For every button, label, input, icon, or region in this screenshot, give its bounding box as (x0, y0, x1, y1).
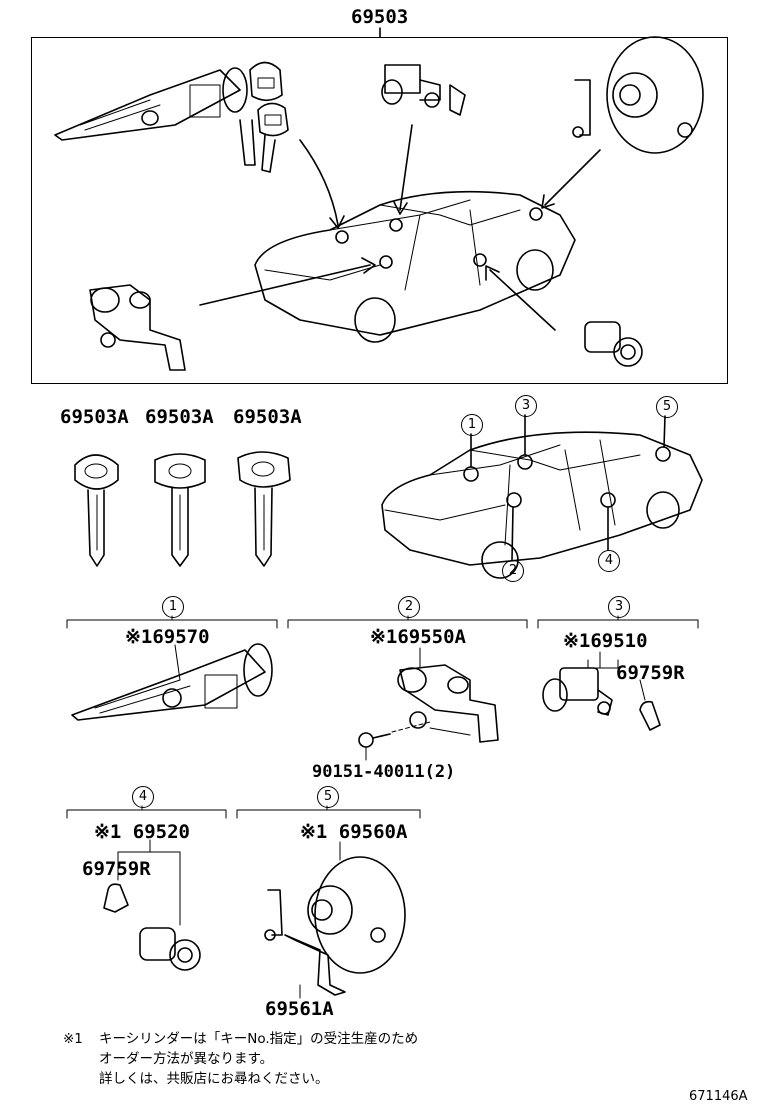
section-5-sub-part: 69561A (265, 998, 334, 1020)
s4-door-cylinder (139, 927, 201, 971)
footnote-line-1: キーシリンダーは「キーNo.指定」の受注生産のため (99, 1031, 419, 1047)
section-4-sub-part: 69759R (82, 858, 151, 880)
section-3-part: ※169510 (563, 630, 648, 652)
section-4-part: ※1 69520 (94, 821, 190, 843)
s4-lever (103, 883, 129, 913)
footnote-line-2: オーダー方法が異なります。 (99, 1051, 274, 1067)
set-small-cylinder (381, 64, 466, 116)
section-2-screw-part: 90151-40011(2) (312, 762, 456, 782)
s3-lever (639, 679, 661, 731)
s3-cylinder (542, 651, 619, 716)
set-door-lock (584, 321, 643, 367)
key-drawing-3 (237, 451, 291, 567)
figure-id: 671146A (689, 1089, 748, 1104)
s5-bracket (284, 934, 346, 999)
car-callout-4: 4 (598, 550, 620, 572)
s2-screw (358, 721, 431, 761)
s4-leaders (117, 839, 181, 926)
key-drawing-2 (154, 453, 206, 567)
set-car (254, 190, 576, 343)
set-ignition-cylinder (54, 67, 248, 141)
car-callout-3: 3 (515, 395, 537, 417)
key-1-part-number: 69503A (60, 406, 129, 428)
section-1-callout: 1 (162, 596, 184, 618)
set-keys (239, 61, 289, 173)
set-trunk-lock (89, 284, 186, 371)
section-5-part: ※1 69560A (300, 821, 408, 843)
s5-fuel-lid-lock (264, 841, 406, 974)
footnote-mark: ※1 (63, 1031, 83, 1047)
section-3-callout: 3 (608, 596, 630, 618)
set-part-number: 69503 (351, 6, 409, 28)
section-1-part: ※169570 (125, 626, 210, 648)
section-3-sub-part: 69759R (616, 662, 685, 684)
reference-car (381, 414, 703, 579)
section-5-callout: 5 (317, 786, 339, 808)
section-2-callout: 2 (398, 596, 420, 618)
car-callout-5: 5 (656, 396, 678, 418)
key-3-part-number: 69503A (233, 406, 302, 428)
set-arrows (199, 124, 601, 331)
key-2-part-number: 69503A (145, 406, 214, 428)
key-drawing-1 (74, 454, 119, 567)
section-brackets (66, 615, 699, 819)
s1-ignition-cylinder (71, 643, 273, 721)
set-fuel-lid-lock (572, 36, 704, 154)
car-callout-1: 1 (461, 414, 483, 436)
s2-trunk-lock (397, 647, 499, 743)
section-2-part: ※169550A (370, 626, 466, 648)
footnote-line-3: 詳しくは、共販店にお尋ねください。 (99, 1071, 329, 1087)
section-4-callout: 4 (132, 786, 154, 808)
